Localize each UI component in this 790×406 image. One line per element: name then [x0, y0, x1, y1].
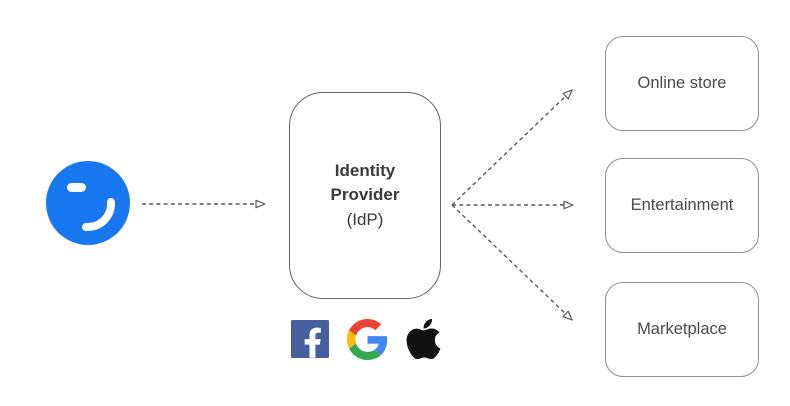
facebook-icon [291, 320, 329, 358]
idp-subtitle: (IdP) [346, 209, 384, 229]
service-label: Entertainment [630, 196, 734, 214]
service-box-marketplace: Marketplace [605, 282, 759, 377]
face-smile [82, 198, 116, 232]
identity-provider-logos [291, 314, 441, 364]
service-box-entertainment: Entertainment [605, 158, 759, 253]
face-eye [67, 183, 86, 192]
winking-face-icon [46, 161, 130, 245]
service-box-online-store: Online store [605, 36, 759, 131]
google-icon [347, 318, 388, 360]
arrow-idp-to-marketplace [451, 204, 573, 321]
arrow-idp-to-online-store [451, 89, 573, 206]
service-label: Online store [637, 74, 727, 92]
idp-node: Identity Provider (IdP) [289, 92, 441, 299]
service-label: Marketplace [637, 320, 727, 338]
apple-icon [406, 318, 441, 360]
idp-title: Identity Provider [330, 160, 400, 205]
